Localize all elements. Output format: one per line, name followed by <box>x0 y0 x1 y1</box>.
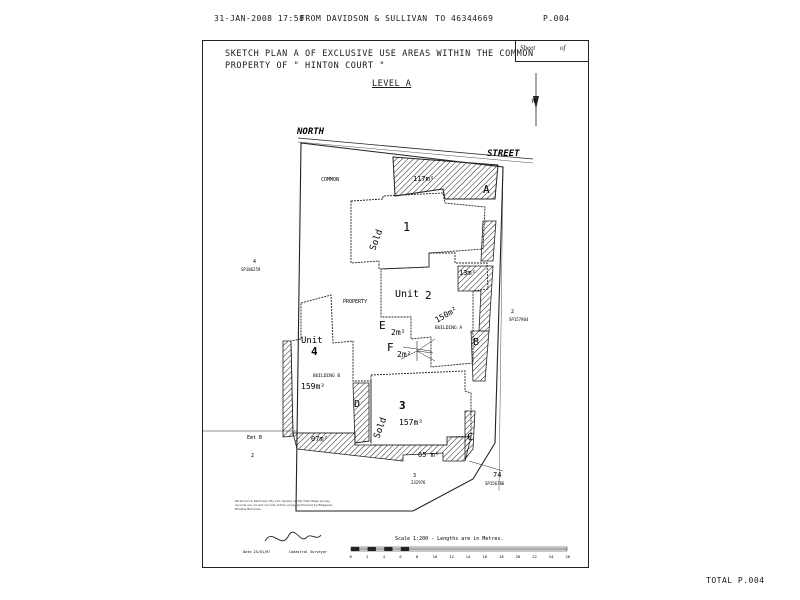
surveyor-label: Cadastral Surveyor <box>289 550 327 554</box>
building-b-label: BUILDING B <box>313 373 340 379</box>
plan-title-line-1: SKETCH PLAN A OF EXCLUSIVE USE AREAS WIT… <box>225 49 534 59</box>
unit-2-number: 2 <box>425 289 432 302</box>
scale-bar <box>350 546 568 552</box>
unit-3-outline <box>370 370 472 446</box>
unit-3-number: 3 <box>399 399 406 412</box>
sheet-of-label: of <box>560 44 566 52</box>
area-ef-detail <box>400 338 436 362</box>
lot-4-sp: SP186259 <box>241 267 261 272</box>
unit-1-number: 1 <box>403 220 410 234</box>
level-label: LEVEL A <box>372 79 412 89</box>
title-row: SKETCH PLAN A OF EXCLUSIVE USE AREAS WIT… <box>203 41 588 75</box>
area-d-letter: D <box>354 399 360 410</box>
area-bottom-left-size: 07m² <box>311 435 328 443</box>
plan-title-line-2: PROPERTY OF " HINTON COURT " <box>225 61 386 71</box>
north-street-line <box>297 137 534 164</box>
exclusive-area-a <box>392 156 499 200</box>
scale-tick-label: 14 <box>466 554 471 559</box>
scale-tick-label: 10 <box>433 554 438 559</box>
unit-4-word: Unit <box>301 336 323 346</box>
unit-3-area: 157m² <box>399 418 423 427</box>
site-plan-drawing: N <box>203 73 571 559</box>
scale-tick-label: 22 <box>532 554 537 559</box>
fax-to: TO 46344669 <box>435 14 494 23</box>
scale-tick-label: 18 <box>499 554 504 559</box>
unit-2-area: 150m² <box>434 305 459 325</box>
unit-2-word: Unit <box>395 289 419 300</box>
scale-tick-label: 8 <box>416 554 419 559</box>
exclusive-area-c <box>464 410 476 461</box>
exclusive-area-bottom <box>292 432 472 462</box>
fax-header: 31-JAN-2008 17:58 FROM DAVIDSON & SULLIV… <box>0 14 800 28</box>
fax-from: FROM DAVIDSON & SULLIVAN <box>300 14 428 23</box>
scale-tick-label: 4 <box>383 554 386 559</box>
area-f-size: 2m² <box>397 350 411 359</box>
scale-text: Scale 1:200 - Lengths are in Metres. <box>395 536 503 542</box>
building-a-label: BUILDING A <box>435 325 462 331</box>
scale-tick-label: 0 <box>350 554 353 559</box>
lot-3-sp: 232976 <box>411 480 426 485</box>
scale-tick-label: 12 <box>449 554 454 559</box>
common-label: COMMON <box>321 177 339 183</box>
lot-2b-label: 2 <box>251 453 254 459</box>
unit-1-outline <box>350 192 486 270</box>
unit-4-area: 159m² <box>301 382 325 391</box>
area-b-letter: B <box>473 337 479 348</box>
courtyard-strip-right <box>480 220 497 262</box>
svg-text:N: N <box>532 98 536 105</box>
property-label: PROPERTY <box>343 299 367 305</box>
area-e-letter: E <box>379 319 386 332</box>
date-label: Date 25/01/07 <box>243 550 270 554</box>
surveyor-notes: Parkinson & Parkinson Pty Ltd, hereby ce… <box>235 499 333 511</box>
unit-1-status: Sold <box>368 228 385 252</box>
plan-title: SKETCH PLAN A OF EXCLUSIVE USE AREAS WIT… <box>225 48 534 72</box>
lot-4-label: 4 <box>253 259 256 265</box>
area-e-size: 2m² <box>391 328 405 337</box>
unit-4-number: 4 <box>311 345 318 358</box>
area-c-letter: C <box>467 432 473 443</box>
fax-date: 31-JAN-2008 17:58 <box>214 14 305 23</box>
scale-tick-label: 26 <box>566 554 571 559</box>
sheet-label: Sheet <box>520 44 536 52</box>
lot-2-sp: SP157904 <box>509 317 529 322</box>
unit-3-status: Sold <box>372 416 389 440</box>
exclusive-area-d <box>352 382 370 444</box>
scale-tick-label: 20 <box>516 554 521 559</box>
scale-tick-label: 2 <box>366 554 368 559</box>
area-a-letter: A <box>483 183 490 196</box>
lot-2-label: 2 <box>511 309 514 315</box>
exclusive-area-b <box>470 330 490 382</box>
lot-3-label: 3 <box>413 473 416 479</box>
fax-page: P.004 <box>543 14 570 23</box>
area-f-letter: F <box>387 341 394 354</box>
surveyor-signature <box>264 531 322 542</box>
area-a-size: 117m² <box>413 175 434 183</box>
sketch-plan-sheet: N <box>202 40 589 568</box>
scale-tick-label: 6 <box>399 554 402 559</box>
north-arrow-icon: N <box>532 73 539 126</box>
exclusive-area-left <box>282 340 294 438</box>
street-left-label: NORTH <box>296 127 325 137</box>
sheet-number-box: Sheet of <box>515 41 588 62</box>
area-bottom-size: 65 m² <box>418 451 439 459</box>
lot-74-label: 74 <box>493 471 501 479</box>
scale-tick-label: 16 <box>482 554 487 559</box>
easement-label: Emt B <box>247 435 262 441</box>
area-13m2-size: 13m² <box>459 269 476 277</box>
scale-tick-label: 24 <box>549 554 554 559</box>
fax-total-pages: TOTAL P.004 <box>706 576 765 585</box>
lot-74-sp: SP156786 <box>485 481 505 486</box>
street-right-label: STREET <box>487 149 520 159</box>
